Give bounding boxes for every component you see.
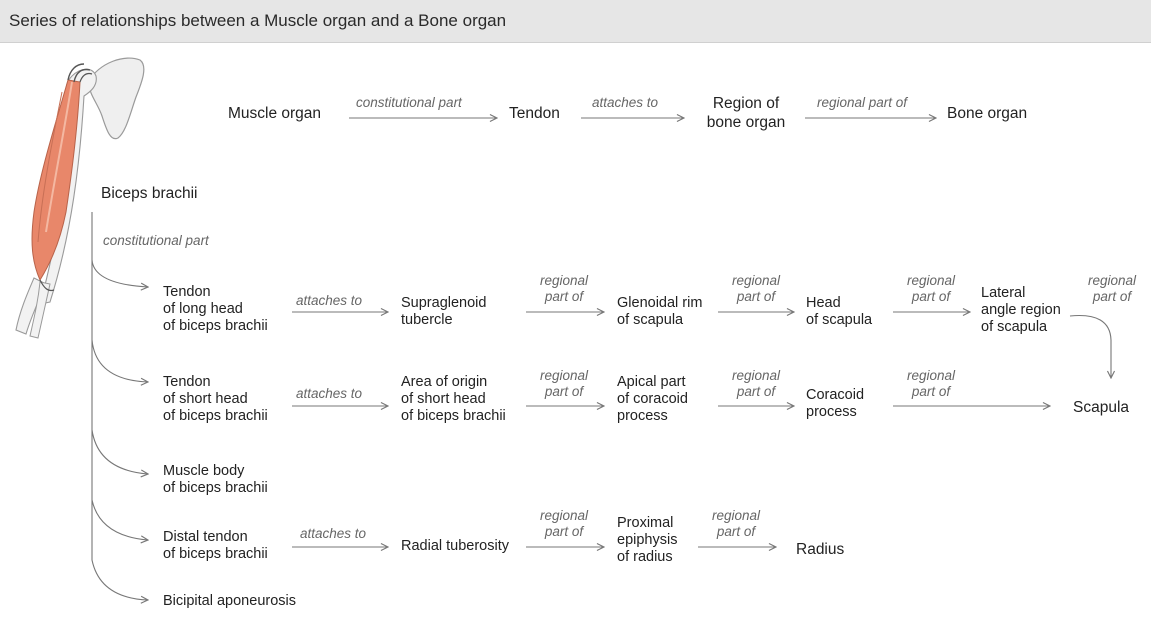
node-lateral-angle-region: Lateral angle region of scapula	[981, 285, 1061, 335]
rel-row4-b: regional part of	[711, 508, 761, 539]
rel-row1-d: regional part of	[1087, 273, 1137, 304]
title-bar: Series of relationships between a Muscle…	[0, 0, 1151, 43]
rel-row1-a: regional part of	[539, 273, 589, 304]
node-tendon-long-head: Tendon of long head of biceps brachii	[163, 284, 268, 334]
rel-row4-attaches: attaches to	[300, 526, 367, 541]
node-bone-organ: Bone organ	[947, 105, 1028, 122]
rel-row4-a: regional part of	[539, 508, 589, 539]
branch-row3	[91, 340, 148, 474]
scapula-illustration	[87, 57, 145, 140]
branch-row5	[91, 500, 148, 600]
node-bicipital-aponeurosis: Bicipital aponeurosis	[163, 593, 296, 609]
rel-row2-attaches: attaches to	[296, 386, 363, 401]
rel-row1-attaches: attaches to	[296, 293, 363, 308]
node-muscle-body: Muscle body of biceps brachii	[163, 463, 268, 496]
rel-constitutional-part-branch: constitutional part	[103, 233, 209, 248]
rel-row1-c: regional part of	[906, 273, 956, 304]
rel-regional-part-of-top: regional part of	[817, 95, 908, 110]
biceps-arm-illustration	[15, 57, 145, 339]
rel-row2-b: regional part of	[731, 368, 781, 399]
node-coracoid-process: Coracoid process	[806, 387, 865, 420]
node-scapula: Scapula	[1073, 399, 1130, 416]
node-biceps-brachii: Biceps brachii	[101, 185, 198, 202]
node-radial-tuberosity: Radial tuberosity	[401, 538, 509, 554]
branch-row4	[91, 430, 148, 540]
rel-row2-c: regional part of	[906, 368, 956, 399]
node-tendon-short-head: Tendon of short head of biceps brachii	[163, 374, 268, 424]
node-region-of-bone-organ: Region of bone organ	[706, 95, 786, 131]
node-head-of-scapula: Head of scapula	[806, 295, 873, 328]
node-area-of-origin: Area of origin of short head of biceps b…	[401, 374, 506, 424]
node-muscle-organ: Muscle organ	[228, 105, 322, 122]
node-apical-part-coracoid: Apical part of coracoid process	[617, 374, 688, 424]
branch-row2	[91, 260, 148, 382]
rel-row2-a: regional part of	[539, 368, 589, 399]
biceps-muscle-illustration	[31, 79, 81, 282]
node-distal-tendon: Distal tendon of biceps brachii	[163, 529, 268, 562]
node-tendon: Tendon	[509, 105, 560, 122]
diagram-title: Series of relationships between a Muscle…	[9, 11, 507, 30]
rel-attaches-to-top: attaches to	[592, 95, 659, 110]
node-supraglenoid-tubercle: Supraglenoid tubercle	[401, 295, 487, 328]
rel-constitutional-part: constitutional part	[356, 95, 462, 110]
arrow-row1-d	[1069, 314, 1111, 379]
rel-row1-b: regional part of	[731, 273, 781, 304]
node-proximal-epiphysis: Proximal epiphysis of radius	[617, 515, 678, 565]
node-radius: Radius	[796, 541, 845, 558]
node-glenoidal-rim: Glenoidal rim of scapula	[617, 295, 703, 328]
